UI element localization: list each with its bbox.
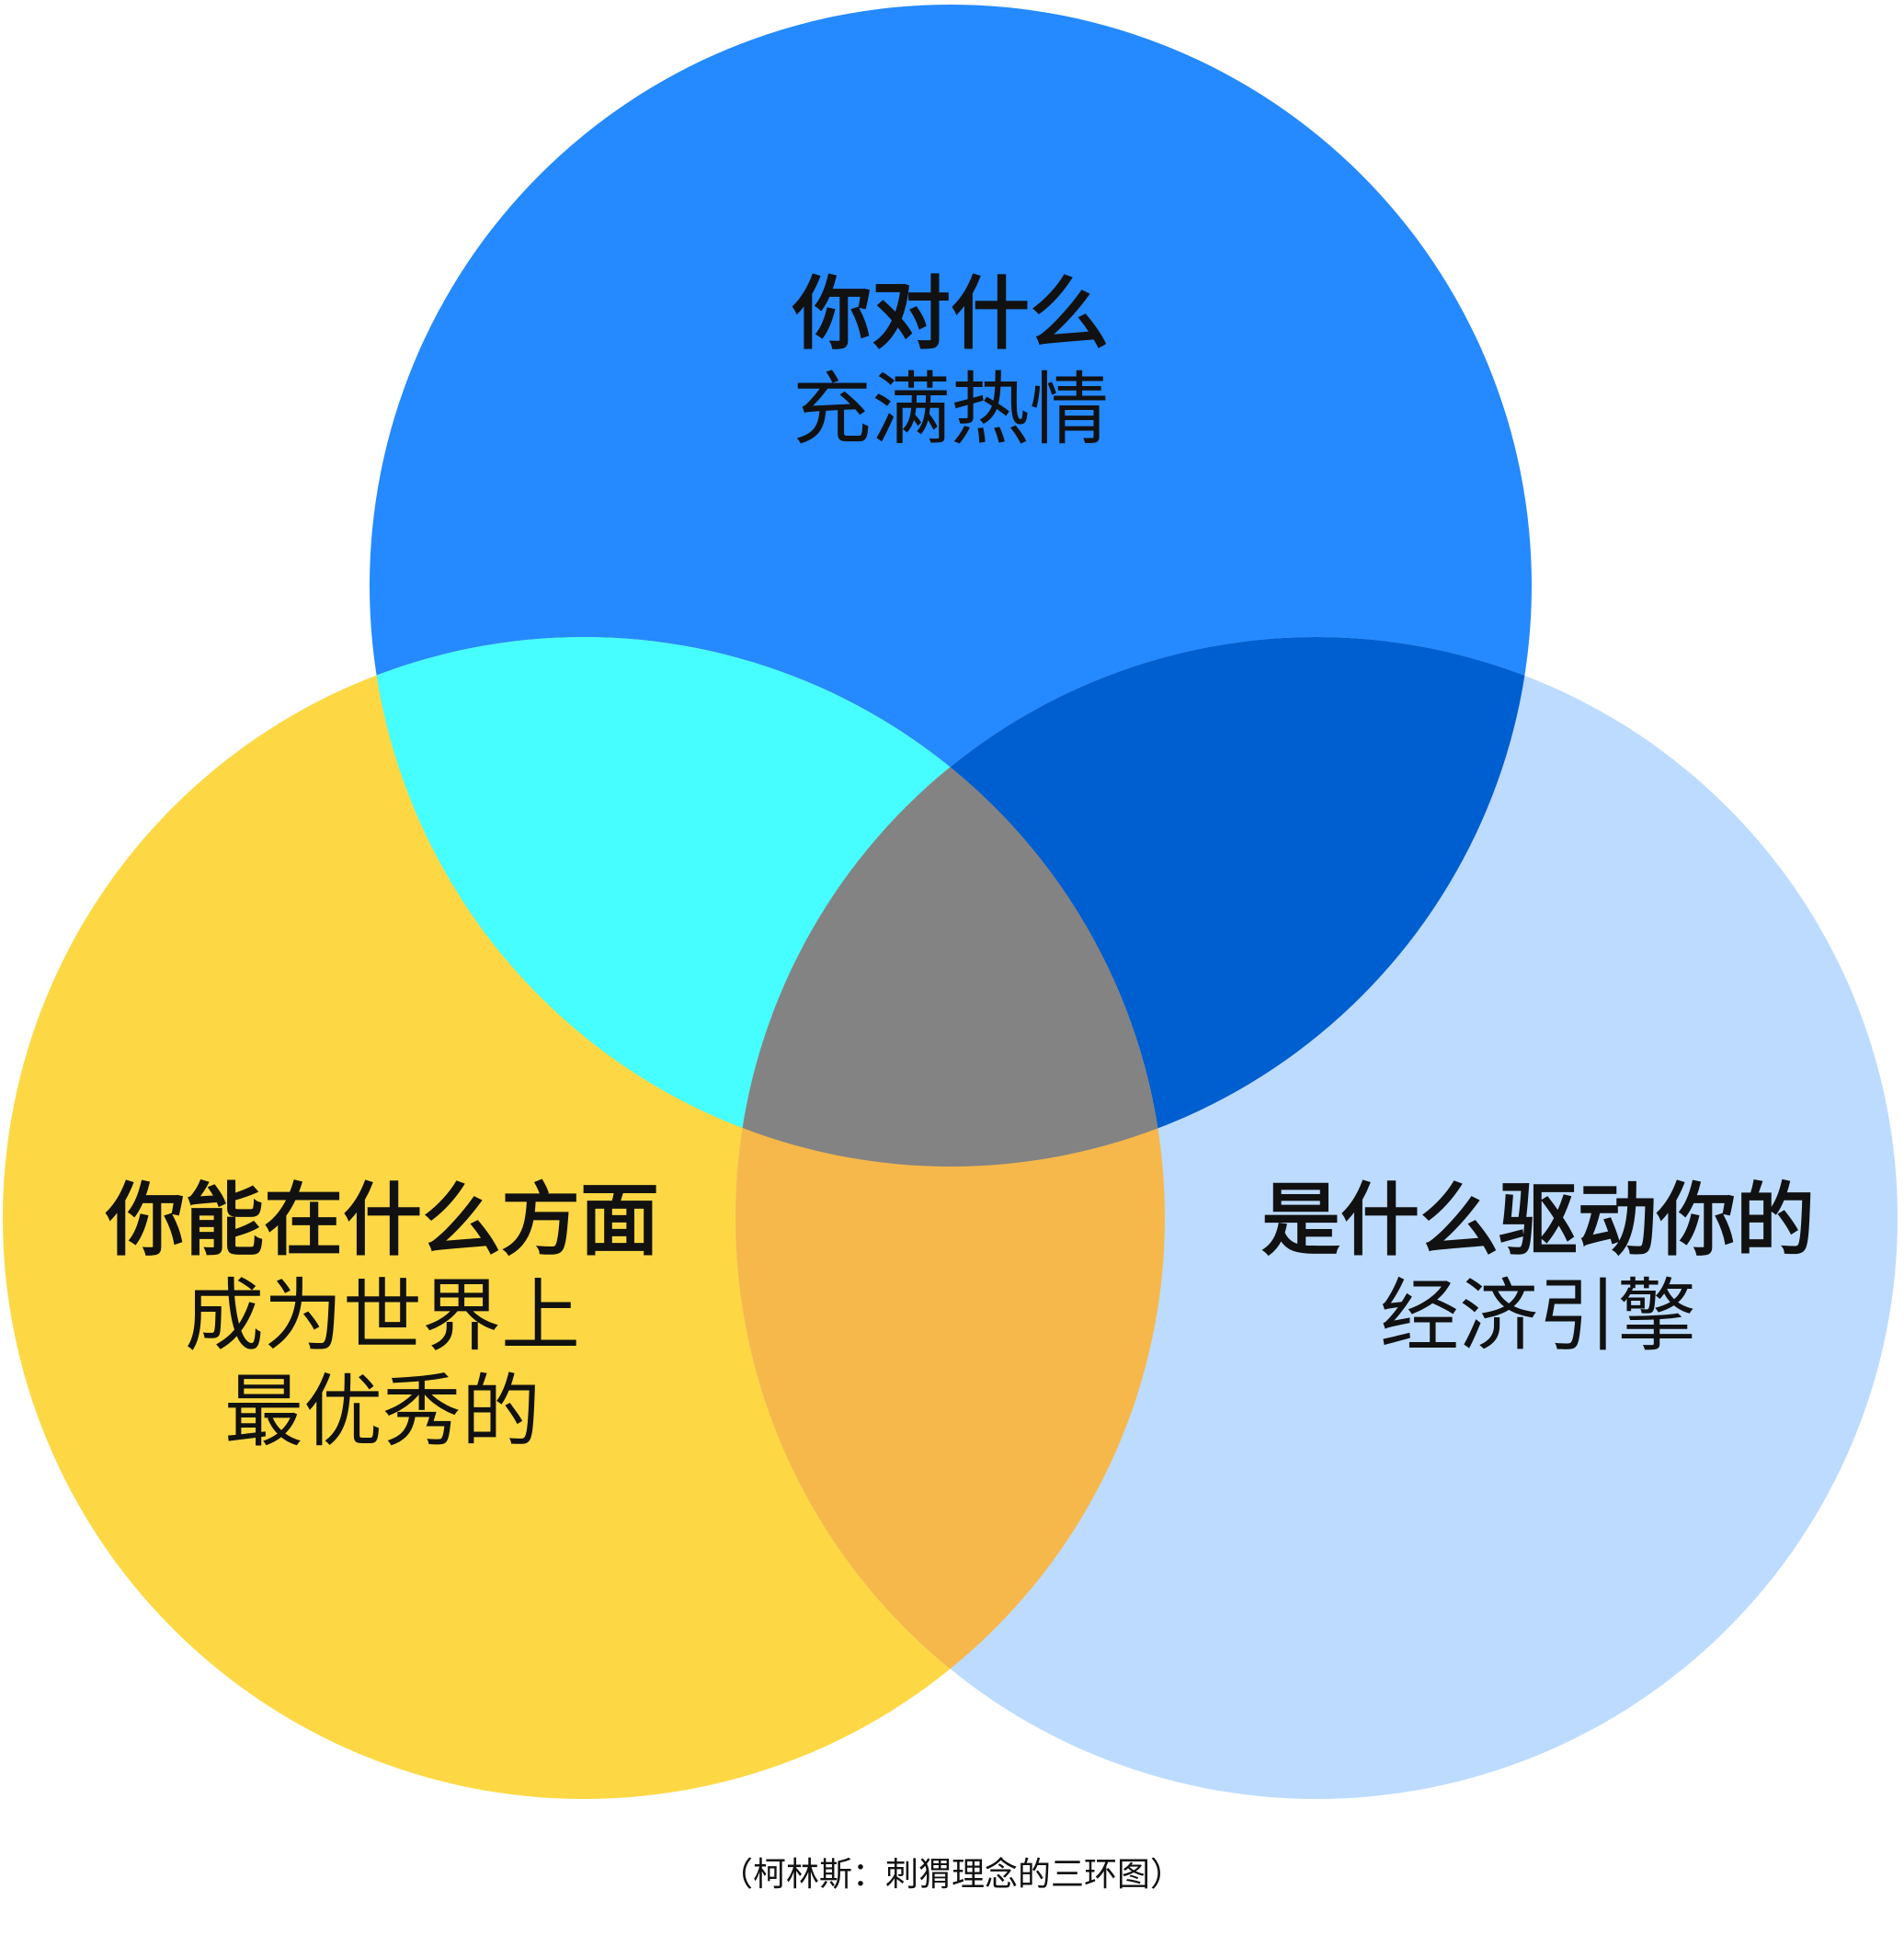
overlap-center xyxy=(735,637,1165,1167)
label-best-line1: 你能在什么方面 xyxy=(106,1174,659,1267)
label-best-line2: 成为世界上 xyxy=(185,1270,580,1362)
label-economic-line1: 是什么驱动你的 xyxy=(1261,1174,1815,1267)
label-economic-line2: 经济引擎 xyxy=(1380,1270,1696,1362)
label-passion: 你对什么 充满热情 xyxy=(792,267,1109,458)
label-passion-line2: 充满热情 xyxy=(792,364,1109,456)
label-economic: 是什么驱动你的 经济引擎 xyxy=(1261,1173,1815,1364)
label-passion-line1: 你对什么 xyxy=(792,267,1109,360)
label-best: 你能在什么方面 成为世界上 最优秀的 xyxy=(106,1173,659,1460)
caption: （柯林斯：刺猬理念的三环图） xyxy=(719,1856,1184,1894)
label-best-line3: 最优秀的 xyxy=(224,1366,541,1458)
